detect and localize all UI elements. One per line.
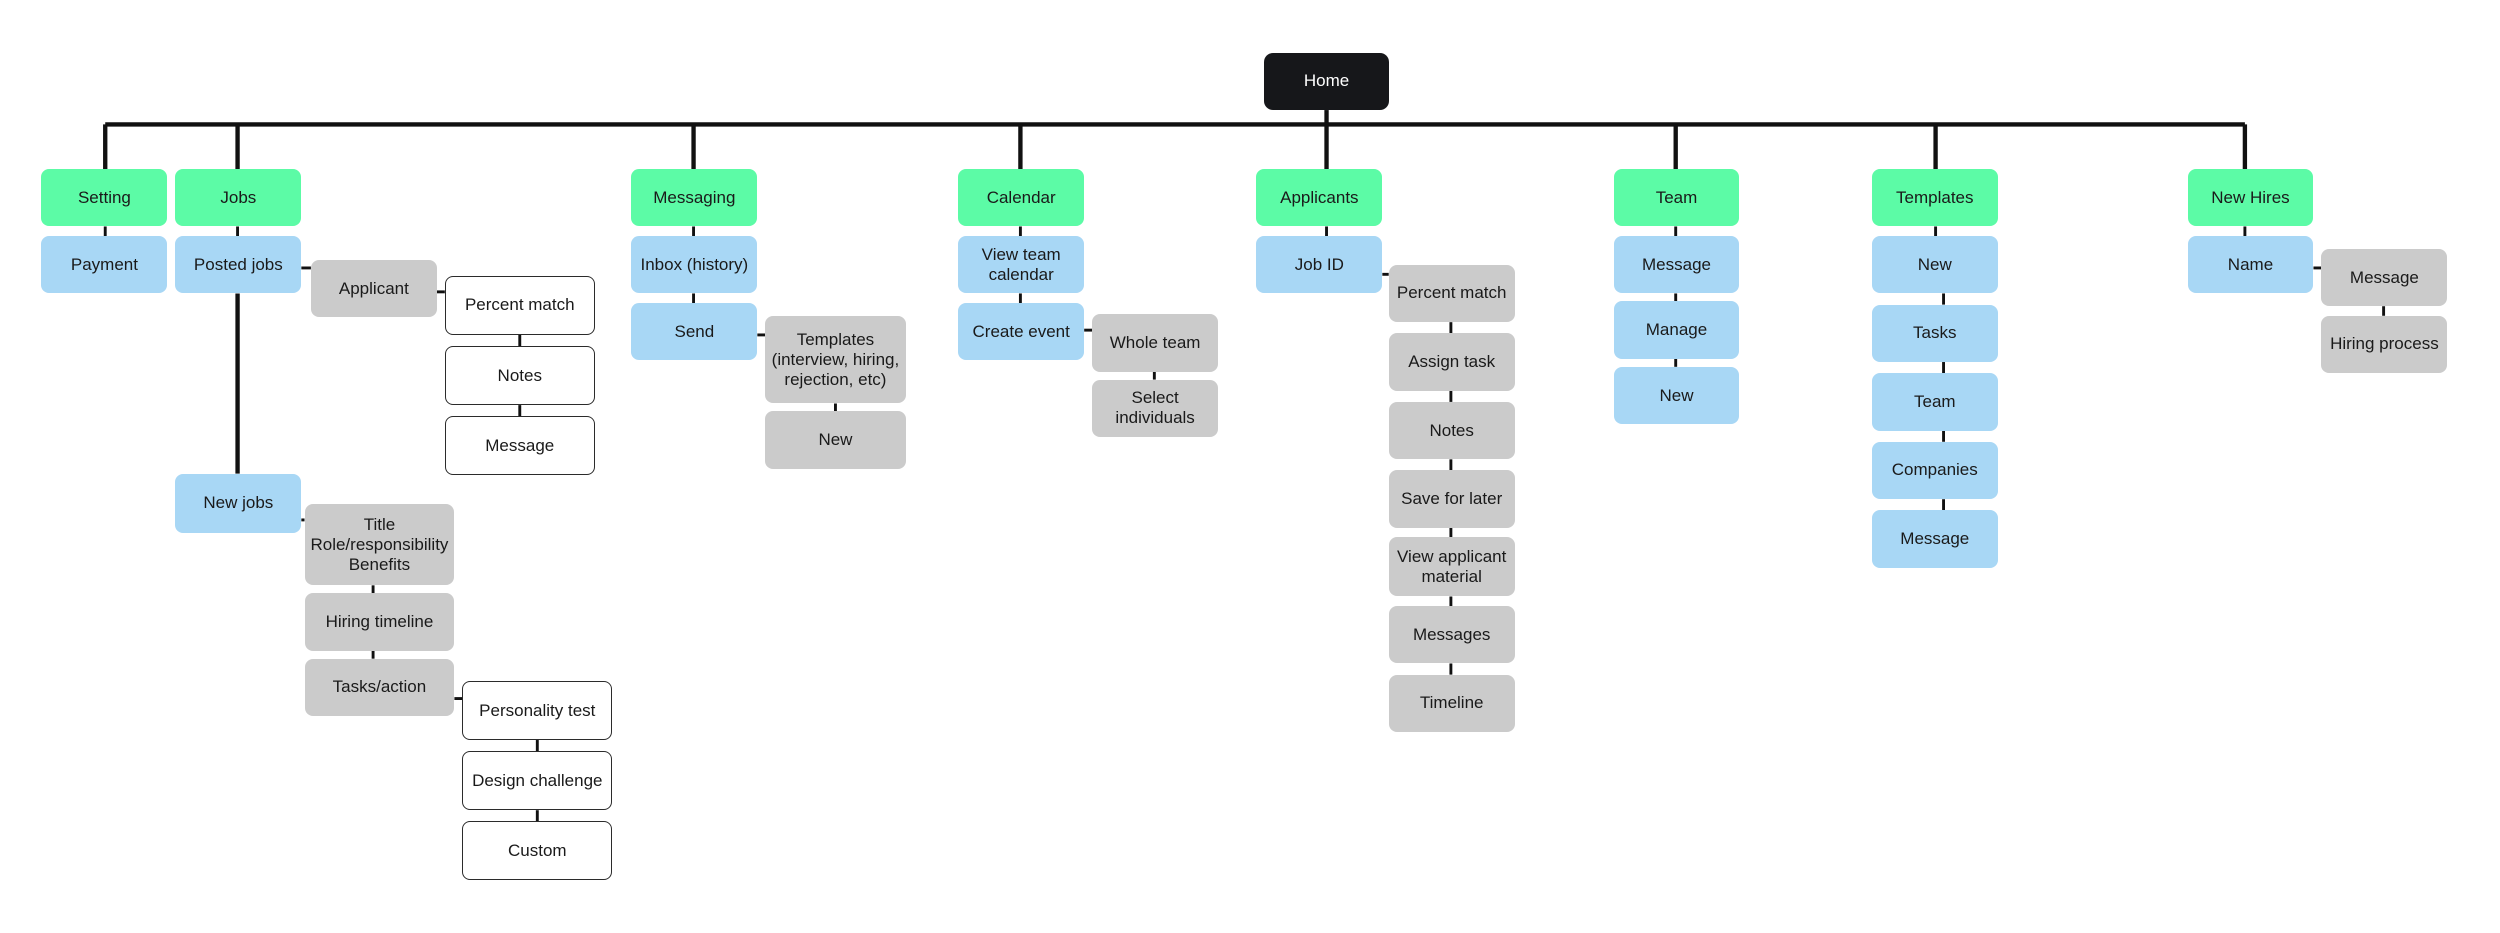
- node-calendar: Calendar: [958, 169, 1085, 227]
- node-hiring-timeline: Hiring timeline: [304, 593, 455, 651]
- node-applicant: Applicant: [310, 259, 437, 318]
- node-new-hires: New Hires: [2187, 169, 2314, 227]
- node-templates-companies: Companies: [1871, 441, 1998, 500]
- node-posted-jobs: Posted jobs: [175, 236, 302, 294]
- node-applicant-notes: Notes: [444, 346, 595, 406]
- node-view-applicant-material: View applicant material: [1388, 537, 1515, 597]
- node-hire-name: Name: [2187, 236, 2314, 294]
- node-jobs: Jobs: [175, 169, 302, 227]
- node-tasks-action: Tasks/action: [304, 658, 455, 717]
- node-templates-new: New: [1871, 236, 1998, 294]
- node-jobid-timeline: Timeline: [1388, 674, 1515, 733]
- node-custom: Custom: [462, 821, 613, 881]
- node-team: Team: [1613, 169, 1740, 227]
- node-message-new: New: [765, 411, 906, 469]
- node-messaging: Messaging: [631, 169, 758, 227]
- node-hire-message: Message: [2321, 248, 2448, 307]
- node-templates: Templates: [1871, 169, 1998, 227]
- node-select-individuals: Select individuals: [1092, 379, 1219, 437]
- node-personality-test: Personality test: [462, 681, 613, 740]
- node-payment: Payment: [41, 236, 168, 294]
- node-send: Send: [631, 303, 758, 361]
- node-templates-team: Team: [1871, 373, 1998, 431]
- node-save-for-later: Save for later: [1388, 470, 1515, 528]
- node-team-new: New: [1613, 366, 1740, 425]
- node-job-id: Job ID: [1256, 236, 1383, 294]
- node-setting: Setting: [41, 169, 168, 227]
- node-jobid-messages: Messages: [1388, 606, 1515, 664]
- node-team-message: Message: [1613, 236, 1740, 294]
- node-applicants: Applicants: [1256, 169, 1383, 227]
- node-jobid-notes: Notes: [1388, 401, 1515, 460]
- node-jobid-percent-match: Percent match: [1388, 264, 1515, 323]
- node-create-event: Create event: [958, 303, 1085, 361]
- node-assign-task: Assign task: [1388, 333, 1515, 391]
- node-view-team-calendar: View team calendar: [958, 236, 1085, 294]
- node-new-jobs: New jobs: [175, 473, 302, 533]
- node-applicant-message: Message: [444, 416, 595, 476]
- node-whole-team: Whole team: [1092, 314, 1219, 372]
- node-templates-tasks: Tasks: [1871, 304, 1998, 363]
- node-message-templates: Templates (interview, hiring, rejection,…: [765, 315, 906, 404]
- node-applicant-percent-match: Percent match: [444, 275, 595, 335]
- node-design-challenge: Design challenge: [462, 751, 613, 811]
- node-hiring-process: Hiring process: [2321, 315, 2448, 374]
- node-inbox-history: Inbox (history): [631, 236, 758, 294]
- node-home: Home: [1264, 52, 1389, 111]
- node-title-role-benefits: Title Role/responsibility Benefits: [304, 503, 455, 586]
- node-team-manage: Manage: [1613, 301, 1740, 359]
- node-templates-message: Message: [1871, 510, 1998, 568]
